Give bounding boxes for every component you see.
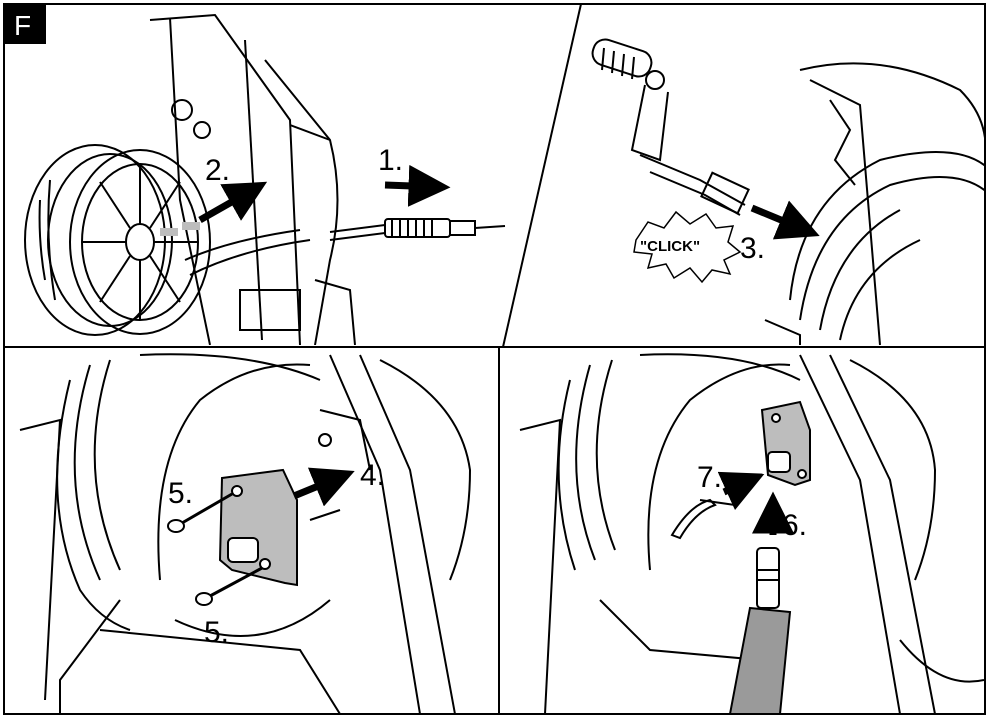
reel-bottom-right-drawing	[519, 353, 984, 714]
spray-lance-drawing	[329, 218, 506, 241]
panel-divider-diagonal	[502, 3, 582, 348]
click-burst	[633, 210, 742, 284]
crank-handle-drawing	[591, 38, 750, 216]
diagram-frame	[3, 3, 986, 715]
step-label-2: 2.	[205, 154, 230, 187]
arrow-step-4	[292, 467, 355, 507]
connector-bracket	[760, 400, 811, 487]
panel-bottom-right	[519, 353, 984, 714]
arrow-step-1	[384, 164, 451, 207]
reel-bottom-left-drawing	[19, 353, 341, 714]
step-label-5a: 5.	[168, 477, 193, 510]
hose-slot-hint	[160, 222, 200, 236]
section-badge	[4, 4, 46, 44]
arrow-step-3	[750, 200, 820, 240]
step-label-6: 6.	[782, 509, 807, 542]
click-sound-label: "CLICK"	[640, 238, 700, 255]
step-label-5b: 5.	[204, 616, 229, 649]
reel-right-drawing	[764, 62, 984, 345]
step-label-7: 7.	[697, 461, 722, 494]
step-label-4: 4.	[360, 459, 385, 492]
frame-bottom-right-drawing	[799, 354, 937, 714]
panel-top-left	[24, 13, 506, 345]
panel-top-right	[591, 38, 984, 345]
screws	[167, 492, 263, 606]
hose-reel-drawing	[24, 144, 211, 336]
step-label-1: 1.	[378, 144, 403, 177]
step-label-3: 3.	[740, 232, 765, 265]
panel-bottom-left	[19, 353, 472, 714]
arrow-step-7	[717, 471, 765, 511]
frame-bottom-left-drawing	[309, 354, 472, 714]
hose-connector	[728, 547, 792, 714]
section-letter: F	[14, 10, 31, 41]
arrow-step-2	[198, 181, 268, 224]
mounting-bracket	[218, 468, 298, 587]
